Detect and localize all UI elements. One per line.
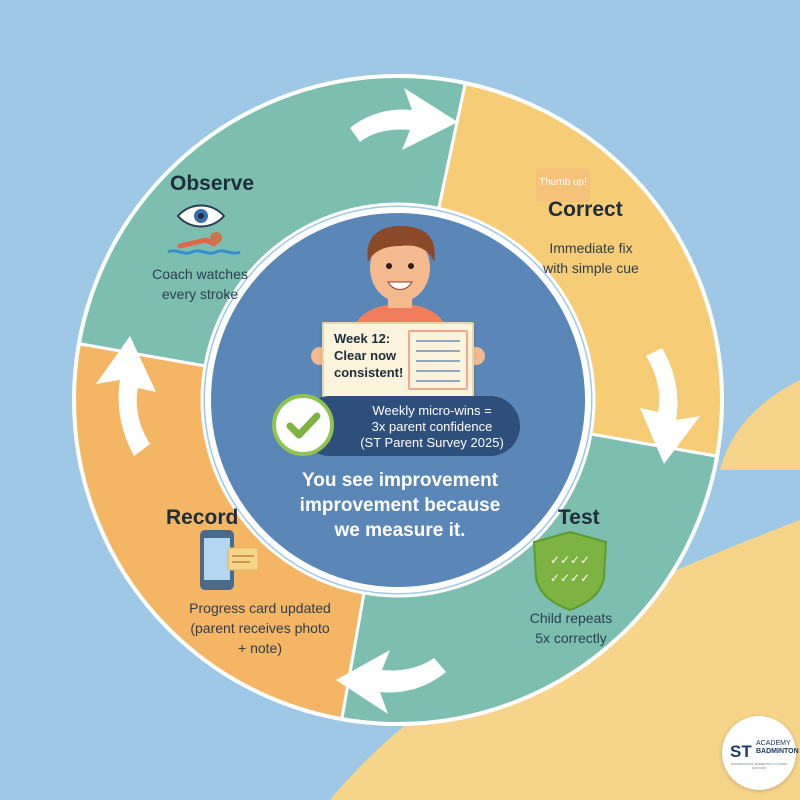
segment-desc-observe: Coach watches every stroke (152, 266, 248, 302)
ring-outer-rim (72, 74, 724, 726)
note-lines-icon (408, 330, 468, 390)
phone-card-icon (200, 530, 259, 590)
cycle-arrows (96, 88, 700, 714)
logo-subtitle: PROFESSIONAL BADMINTON CLASSES FOR KIDS (730, 762, 788, 770)
center-tagline: You see improvement improvement because … (299, 470, 501, 541)
segment-title-correct: Correct (548, 198, 623, 221)
shield-checklist-icon: ✓✓✓✓ ✓✓✓✓ (532, 530, 608, 612)
arrow-observe-to-correct (350, 88, 458, 150)
progress-note-text: Week 12: Clear now consistent! (334, 331, 404, 380)
stat-pill: Weekly micro-wins = 3x parent confidence… (300, 396, 520, 456)
svg-text:✓✓✓✓: ✓✓✓✓ (550, 571, 590, 585)
segment-desc-test: Child repeats 5x correctly (529, 610, 613, 646)
segment-title-record: Record (166, 506, 239, 529)
stat-text: Weekly micro-wins = 3x parent confidence… (360, 403, 504, 450)
progress-note-card: Week 12: Clear now consistent! (322, 322, 474, 398)
checkmark-icon (272, 394, 334, 456)
checkmark-glyph (286, 412, 321, 439)
segment-desc-correct: Immediate fix with simple cue (543, 240, 639, 276)
svg-text:✓✓✓✓: ✓✓✓✓ (550, 553, 590, 567)
logo-academy: ACADEMY (756, 740, 791, 747)
arrow-test-to-record (336, 650, 446, 714)
eye-icon (176, 204, 226, 228)
st-academy-logo: ST ACADEMY BADMINTON PROFESSIONAL BADMIN… (722, 716, 799, 790)
segment-title-observe: Observe (170, 172, 255, 195)
segment-desc-record: Progress card updated (parent receives p… (189, 600, 331, 656)
logo-badminton: BADMINTON (756, 748, 799, 755)
logo-st: ST (730, 742, 752, 761)
arrow-record-to-observe (96, 336, 156, 456)
background-blob-top (720, 380, 800, 470)
swimmer-icon (167, 232, 241, 255)
arrow-correct-to-test (640, 348, 700, 464)
segment-title-test: Test (558, 506, 600, 529)
thumb-up-badge: Thumb up! (536, 168, 590, 202)
